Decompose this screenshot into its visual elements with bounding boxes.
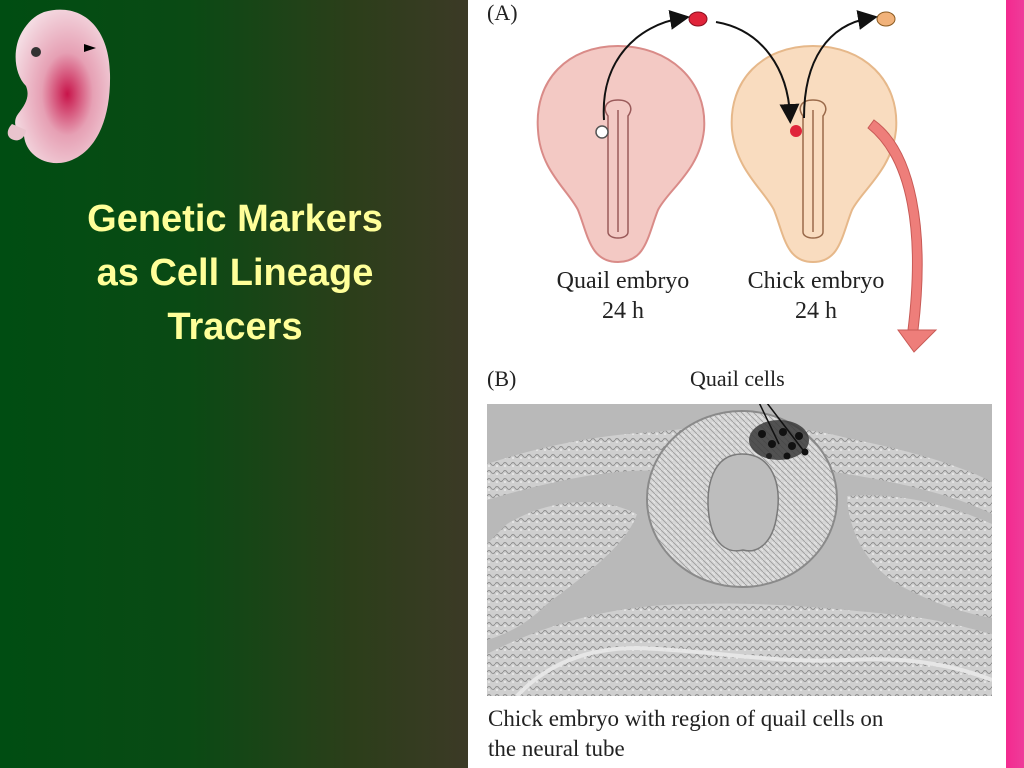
title-line-3: Tracers: [167, 306, 303, 348]
chick-caption-line-1: Chick embryo: [747, 268, 885, 294]
panel-a-label: (A): [487, 0, 518, 25]
quail-cells-label: Quail cells: [690, 366, 785, 391]
quail-caption-line-2: 24 h: [602, 298, 644, 324]
right-accent-bar: [1005, 0, 1024, 768]
title-line-1: Genetic Markers: [87, 198, 383, 240]
chick-embryo-shape: [730, 44, 898, 264]
caption-line-2: the neural tube: [488, 736, 625, 761]
arrow-quail-to-chick: [715, 21, 800, 124]
quail-tissue-piece: [688, 11, 708, 27]
quail-embryo-shape: [536, 44, 706, 264]
panel-b-label: (B): [487, 366, 517, 391]
slide-title: Genetic Markers as Cell Lineage Tracers: [30, 192, 440, 354]
micrograph-caption: Chick embryo with region of quail cells …: [488, 704, 1000, 764]
chick-caption-line-2: 24 h: [795, 298, 837, 324]
quail-cells-cluster: [749, 420, 809, 460]
quail-cells-pointer-1: [758, 404, 780, 445]
quail-embryo-caption: Quail embryo 24 h: [540, 266, 706, 326]
neural-tube-lumen: [707, 453, 779, 552]
embryo-photo-image: [7, 9, 111, 164]
caption-line-1: Chick embryo with region of quail cells …: [488, 706, 884, 731]
quail-cells-pointer-2: [766, 404, 804, 451]
arrow-chick-removal: [803, 10, 878, 119]
quail-graft-site: [595, 125, 609, 139]
chick-embryo-caption: Chick embryo 24 h: [730, 266, 902, 326]
graft-diagram: [536, 10, 938, 353]
chick-tissue-piece: [876, 11, 896, 27]
chick-graft-red-cells: [790, 125, 802, 137]
title-line-2: as Cell Lineage: [96, 252, 374, 294]
arrow-quail-removal: [602, 10, 690, 121]
quail-caption-line-1: Quail embryo: [556, 268, 690, 294]
neural-tube-micrograph: [487, 404, 992, 696]
